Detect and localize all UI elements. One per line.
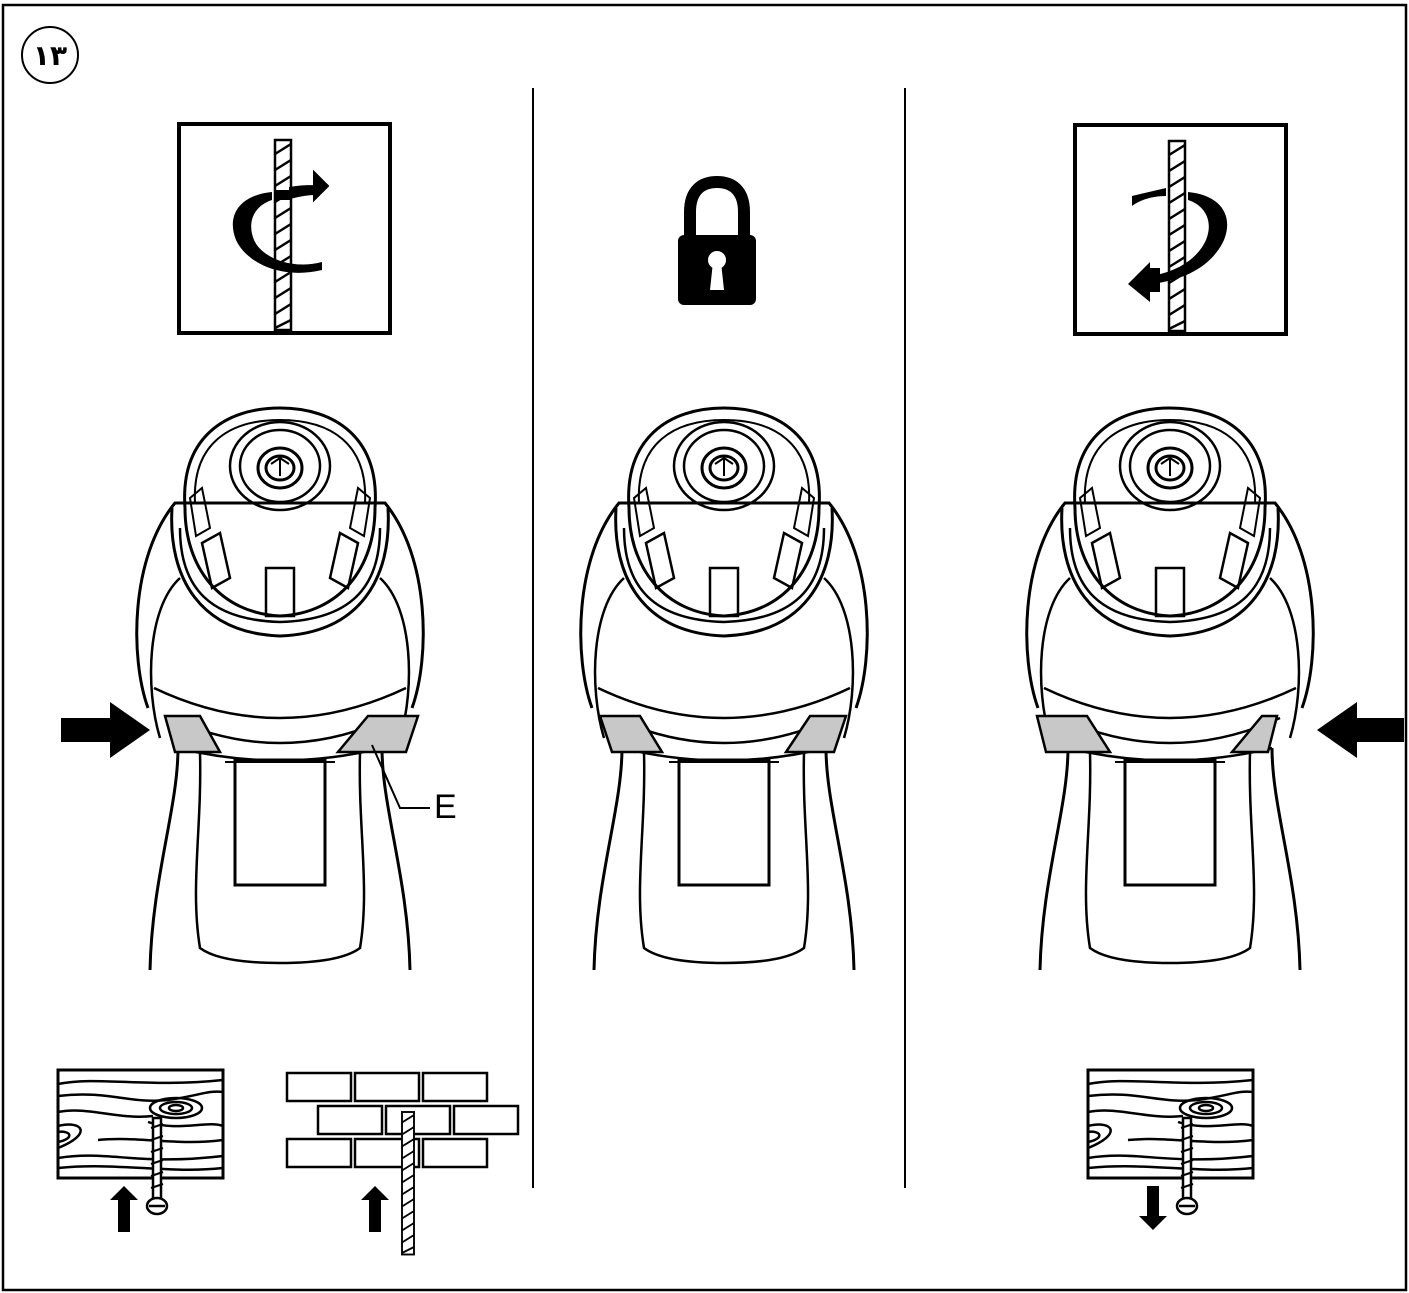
push-arrow-left-icon: [1317, 702, 1404, 758]
panel-reverse: [1025, 123, 1404, 1230]
drill-reverse: [1025, 406, 1315, 972]
wood-screw-in-icon: [56, 1068, 225, 1232]
direction-switch-left: [163, 714, 223, 754]
direction-switch-right: [783, 714, 848, 754]
part-e-leader: [371, 744, 430, 809]
panel-locked: [579, 175, 869, 972]
part-e-label: E: [434, 788, 457, 826]
direction-switch-left: [598, 714, 665, 754]
direction-switch-right: [1229, 714, 1279, 754]
drill-locked: [579, 406, 869, 972]
padlock-icon: [678, 175, 756, 305]
counterclockwise-rotation-icon: [1073, 123, 1288, 336]
direction-switch-left: [1035, 714, 1113, 754]
push-arrow-right-icon: [61, 702, 150, 758]
wood-screw-out-icon: [1086, 1068, 1255, 1230]
clockwise-rotation-icon: [177, 122, 392, 335]
direction-switch-right: [335, 714, 420, 754]
drill-forward: [135, 406, 425, 972]
figure-border: [1, 3, 1408, 1292]
brick-drill-icon: [285, 1071, 520, 1256]
panel-forward: [56, 122, 520, 1256]
figure-number: ۱۳: [21, 26, 79, 84]
